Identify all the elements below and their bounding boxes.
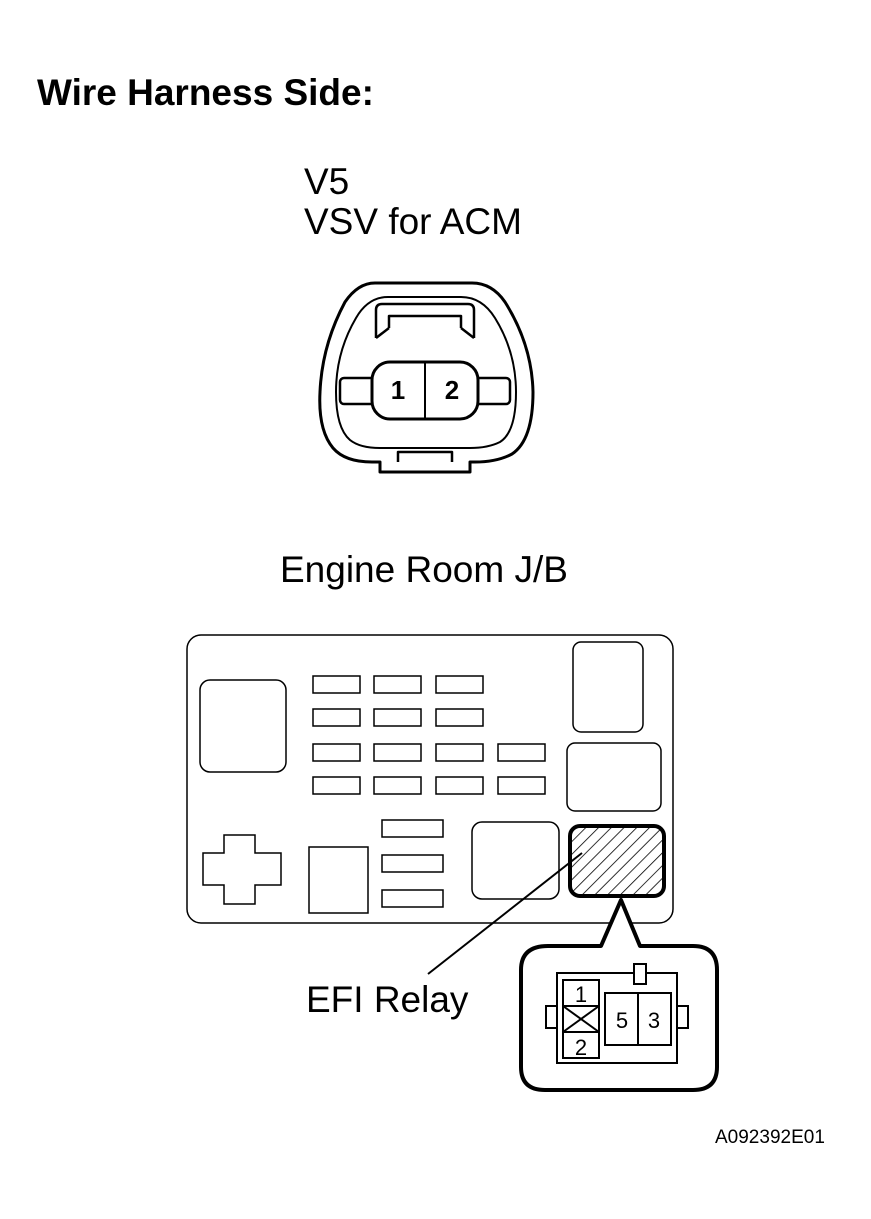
jb-relay-socket-lower-left <box>308 846 369 914</box>
jb-relay-socket-mid-right <box>566 742 662 812</box>
efi-relay-socket <box>568 824 666 898</box>
connector-name: VSV for ACM <box>304 201 522 242</box>
efi-relay-leader <box>427 852 583 975</box>
vsv-connector <box>318 281 535 474</box>
efi-relay-label: EFI Relay <box>306 979 469 1020</box>
efi-relay-connector <box>545 963 689 1064</box>
efi-relay-pin-3: 3 <box>648 1008 660 1033</box>
jb-relay-socket-top-right <box>572 641 644 733</box>
figure-id: A092392E01 <box>715 1127 825 1148</box>
efi-relay-pin-2: 2 <box>575 1035 587 1060</box>
jb-fuse-column <box>381 819 444 908</box>
connector-code: V5 <box>304 161 350 202</box>
connector-inner-ring <box>335 296 517 449</box>
junction-block-title: Engine Room J/B <box>280 549 568 590</box>
jb-fuse-row-4 <box>312 776 546 795</box>
junction-block-outline <box>186 634 674 924</box>
connector-shell <box>318 281 535 474</box>
junction-block <box>186 634 674 924</box>
efi-relay-pin-1: 1 <box>575 982 587 1007</box>
jb-fuse-row-1 <box>312 675 484 694</box>
jb-fuse-row-2 <box>312 708 484 727</box>
efi-relay-pin-5: 5 <box>616 1008 628 1033</box>
connector-pin-1: 1 <box>391 375 405 405</box>
diagram-heading: Wire Harness Side: <box>37 72 374 113</box>
jb-relay-socket-lower-middle <box>471 821 560 900</box>
jb-cross-socket <box>202 834 282 905</box>
jb-relay-socket-left <box>199 679 287 773</box>
connector-lock-tab <box>374 302 476 338</box>
connector-pin-2: 2 <box>445 375 459 405</box>
jb-fuse-row-3 <box>312 743 546 762</box>
